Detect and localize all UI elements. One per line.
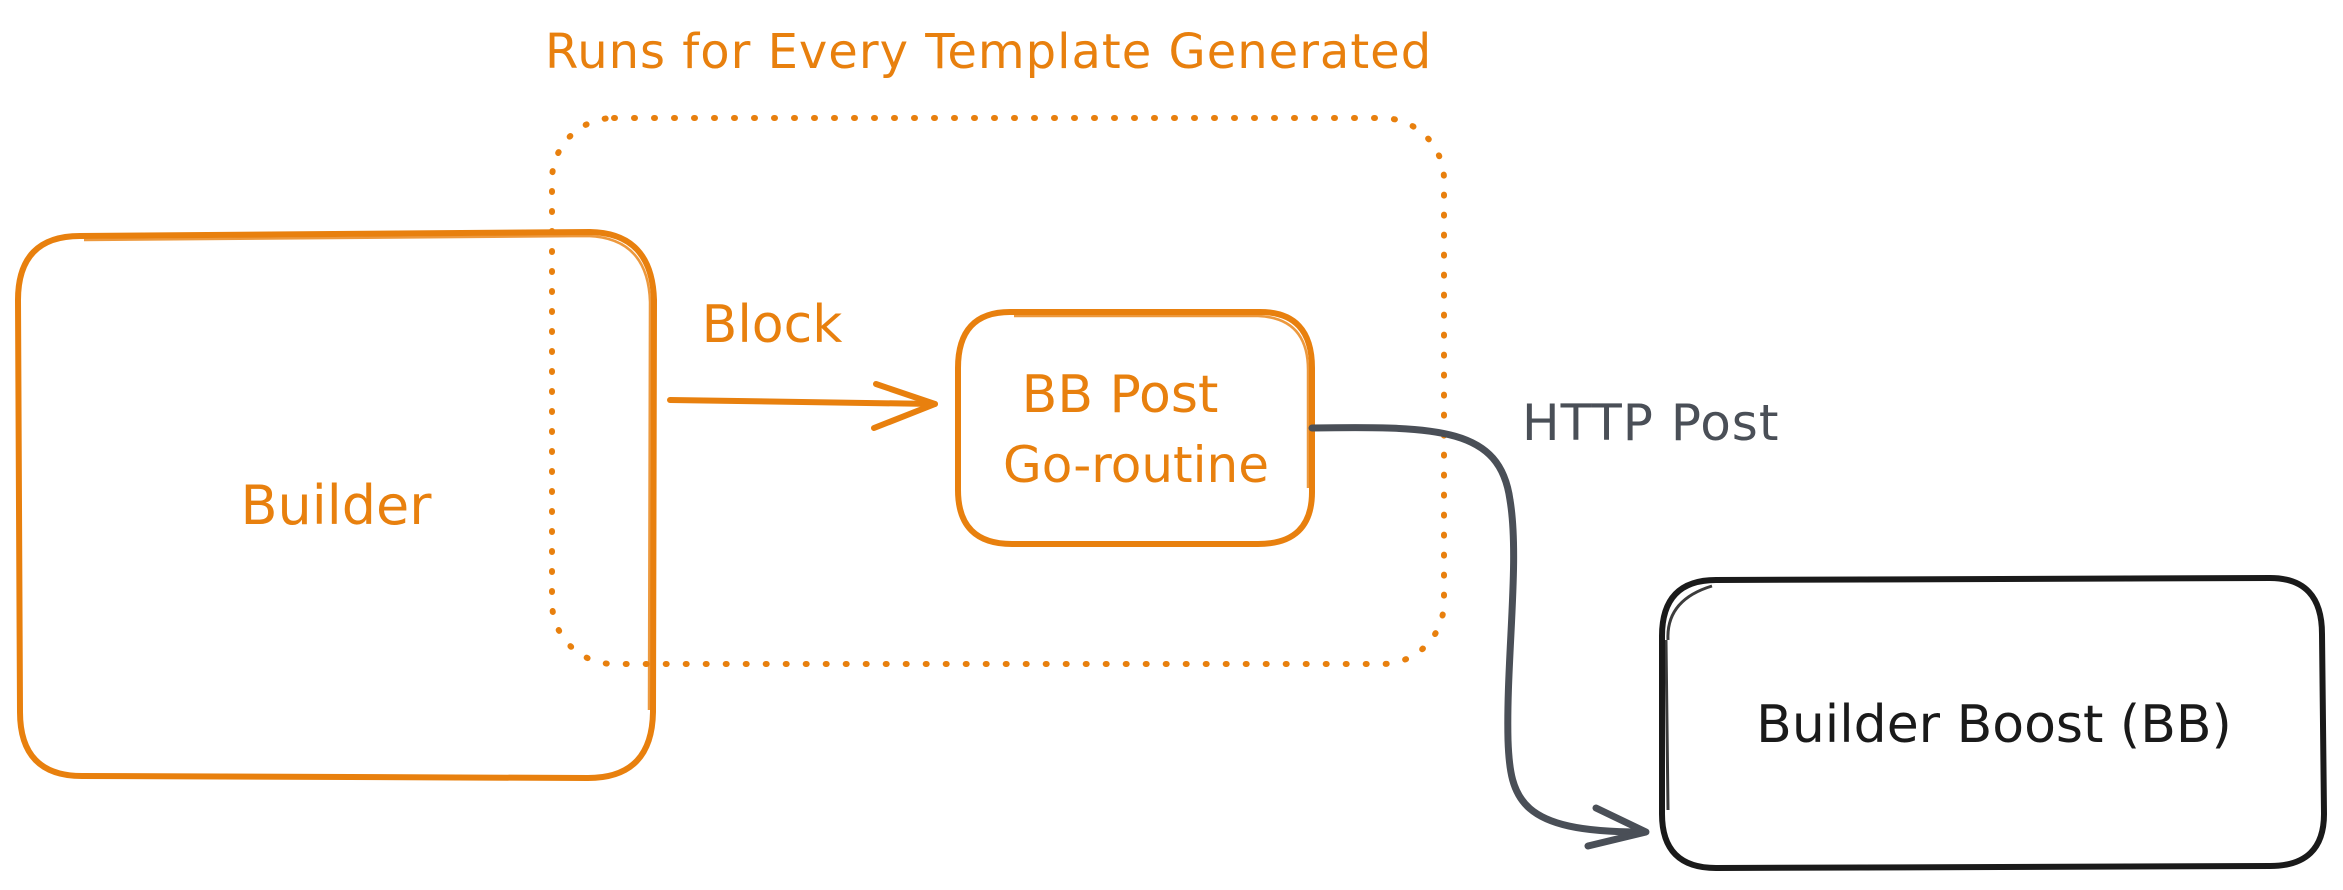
builder-boost-box-sketch-stroke (1664, 584, 1713, 811)
builder-box (15, 229, 657, 781)
builder-boost-box (1659, 575, 2327, 871)
group-title: Runs for Every Template Generated (545, 24, 1432, 80)
builder-node: Builder (15, 229, 657, 781)
http-post-connector-line (1308, 424, 1644, 836)
builder-boost-node: Builder Boost (BB) (1659, 575, 2327, 871)
bb-post-box-sketch-stroke (1014, 314, 1310, 488)
bb-post-label-line2: Go-routine (1003, 436, 1269, 494)
builder-boost-label: Builder Boost (BB) (1756, 695, 2232, 755)
bb-post-box (955, 309, 1315, 547)
block-edge: Block (667, 295, 938, 431)
http-post-label: HTTP Post (1522, 394, 1779, 452)
http-post-arrowhead (1584, 804, 1650, 850)
template-group-boundary (549, 115, 1447, 667)
block-arrowhead (871, 381, 938, 431)
block-arrow-line (667, 397, 938, 407)
builder-label: Builder (241, 474, 433, 537)
http-post-edge: HTTP Post (1308, 394, 1779, 850)
bb-post-label-line1: BB Post (1022, 365, 1219, 425)
bb-post-node: BB Post Go-routine (955, 309, 1315, 547)
builder-box-sketch-stroke (83, 234, 652, 711)
block-label: Block (702, 295, 843, 355)
